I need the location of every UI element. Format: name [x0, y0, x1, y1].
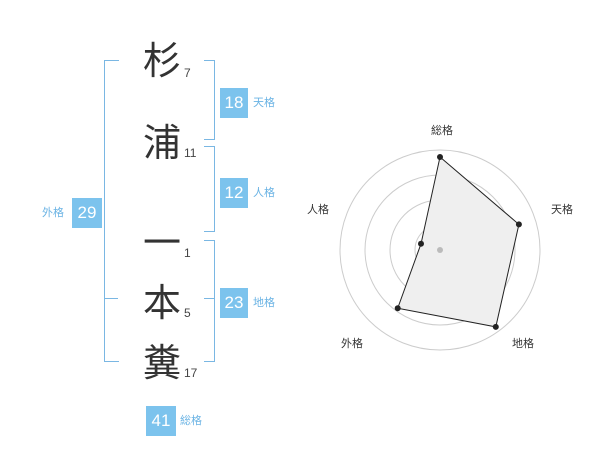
- chikaku-score-badge: 23: [220, 288, 248, 318]
- name-char-2: 浦: [142, 121, 181, 165]
- radar-center: [437, 247, 443, 253]
- stroke-count-5: 17: [184, 366, 198, 380]
- stroke-count-3: 1: [184, 246, 191, 260]
- stroke-count-1: 7: [184, 66, 191, 80]
- radar-point-5: [418, 240, 424, 247]
- gaikaku-bracket-tick: [104, 298, 118, 299]
- soukaku-score-label: 総格: [180, 414, 202, 427]
- radar-label-gaikaku: 外格: [341, 337, 363, 350]
- radar-point-1: [437, 154, 443, 160]
- radar-point-2: [515, 221, 522, 228]
- tenkaku-bracket: [204, 60, 215, 140]
- chikaku-bracket-tick: [204, 298, 214, 299]
- name-char-3: 一: [142, 221, 181, 265]
- radar-label-chikaku: 地格: [512, 337, 534, 350]
- soukaku-score-badge: 41: [146, 406, 176, 436]
- jinkaku-score-label: 人格: [253, 186, 275, 199]
- radar-label-tenkaku: 天格: [551, 203, 573, 216]
- radar-points: [394, 154, 522, 330]
- name-char-5: 糞: [142, 341, 181, 385]
- jinkaku-bracket: [204, 146, 215, 232]
- gaikaku-score-label: 外格: [42, 206, 64, 219]
- radar-ring: [339, 149, 541, 351]
- tenkaku-score-label: 天格: [253, 96, 275, 109]
- gaikaku-score-badge: 29: [72, 198, 102, 228]
- radar-area: [397, 156, 520, 328]
- radar-point-3: [492, 323, 499, 330]
- name-char-4: 本: [142, 281, 181, 325]
- gaikaku-bracket: [104, 60, 119, 362]
- chikaku-bracket: [204, 240, 215, 362]
- radar-label-soukaku: 総格: [431, 124, 453, 137]
- radar-point-4: [394, 305, 401, 312]
- jinkaku-score-badge: 12: [220, 178, 248, 208]
- stroke-count-2: 11: [184, 146, 197, 160]
- radar-label-jinkaku: 人格: [307, 203, 329, 216]
- name-char-1: 杉: [142, 39, 181, 83]
- chikaku-score-label: 地格: [253, 296, 275, 309]
- tenkaku-score-badge: 18: [220, 88, 248, 118]
- stroke-count-4: 5: [184, 306, 191, 320]
